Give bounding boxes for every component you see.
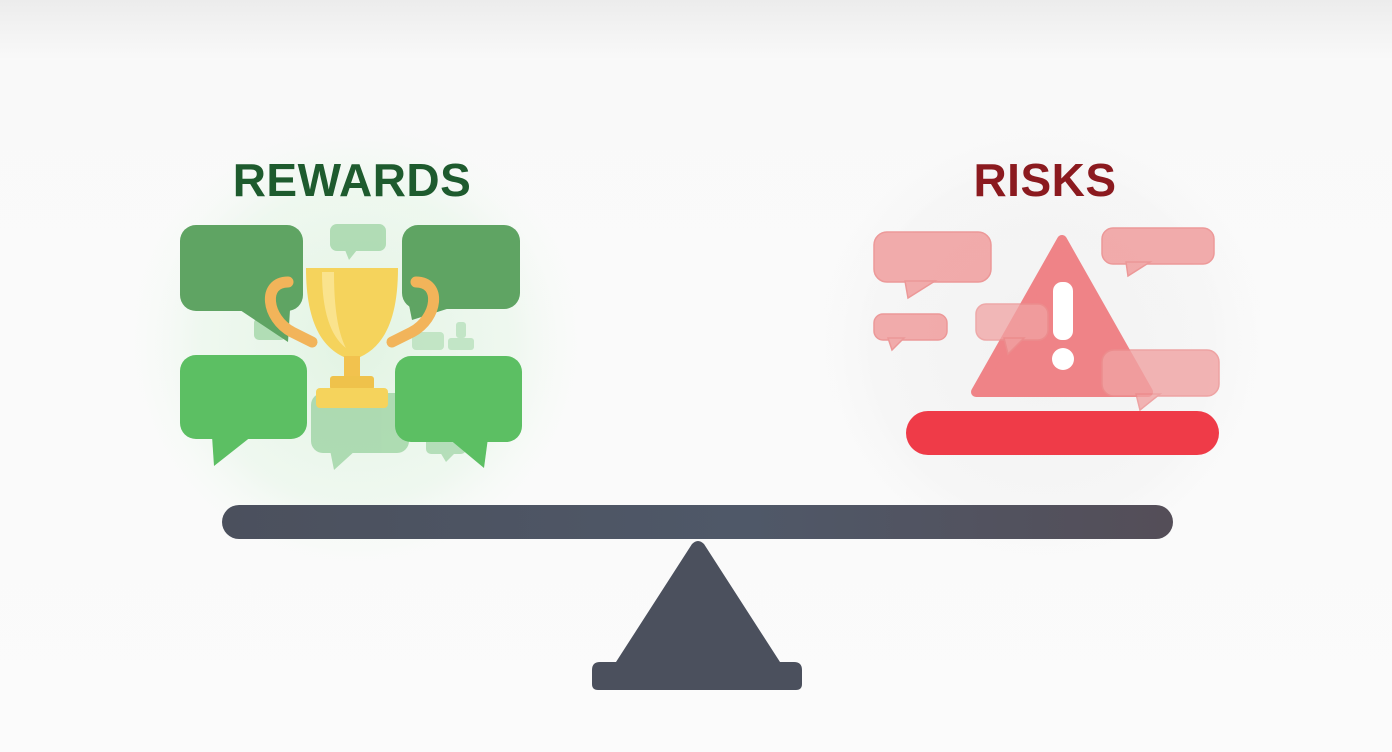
risks-label: RISKS <box>973 154 1117 206</box>
speech-bubble-icon <box>395 356 522 468</box>
trophy-icon <box>265 268 439 408</box>
speech-bubble-icon <box>180 355 307 466</box>
speech-bubble-icon <box>873 313 948 352</box>
speech-bubble-icon <box>412 322 474 350</box>
speech-bubble-icon <box>402 225 520 320</box>
speech-bubble-icon <box>975 303 1049 356</box>
rewards-label: REWARDS <box>232 154 472 206</box>
speech-bubble-icon <box>1101 227 1215 278</box>
speech-bubble-icon <box>1101 349 1220 412</box>
speech-bubble-icon <box>330 224 386 260</box>
rewards-cluster <box>180 224 522 470</box>
risks-cluster <box>873 227 1220 455</box>
seesaw-fulcrum <box>592 541 802 690</box>
risk-bar <box>906 411 1219 455</box>
seesaw-beam <box>222 505 1173 539</box>
speech-bubble-icon <box>873 231 992 300</box>
seesaw <box>222 505 1173 690</box>
